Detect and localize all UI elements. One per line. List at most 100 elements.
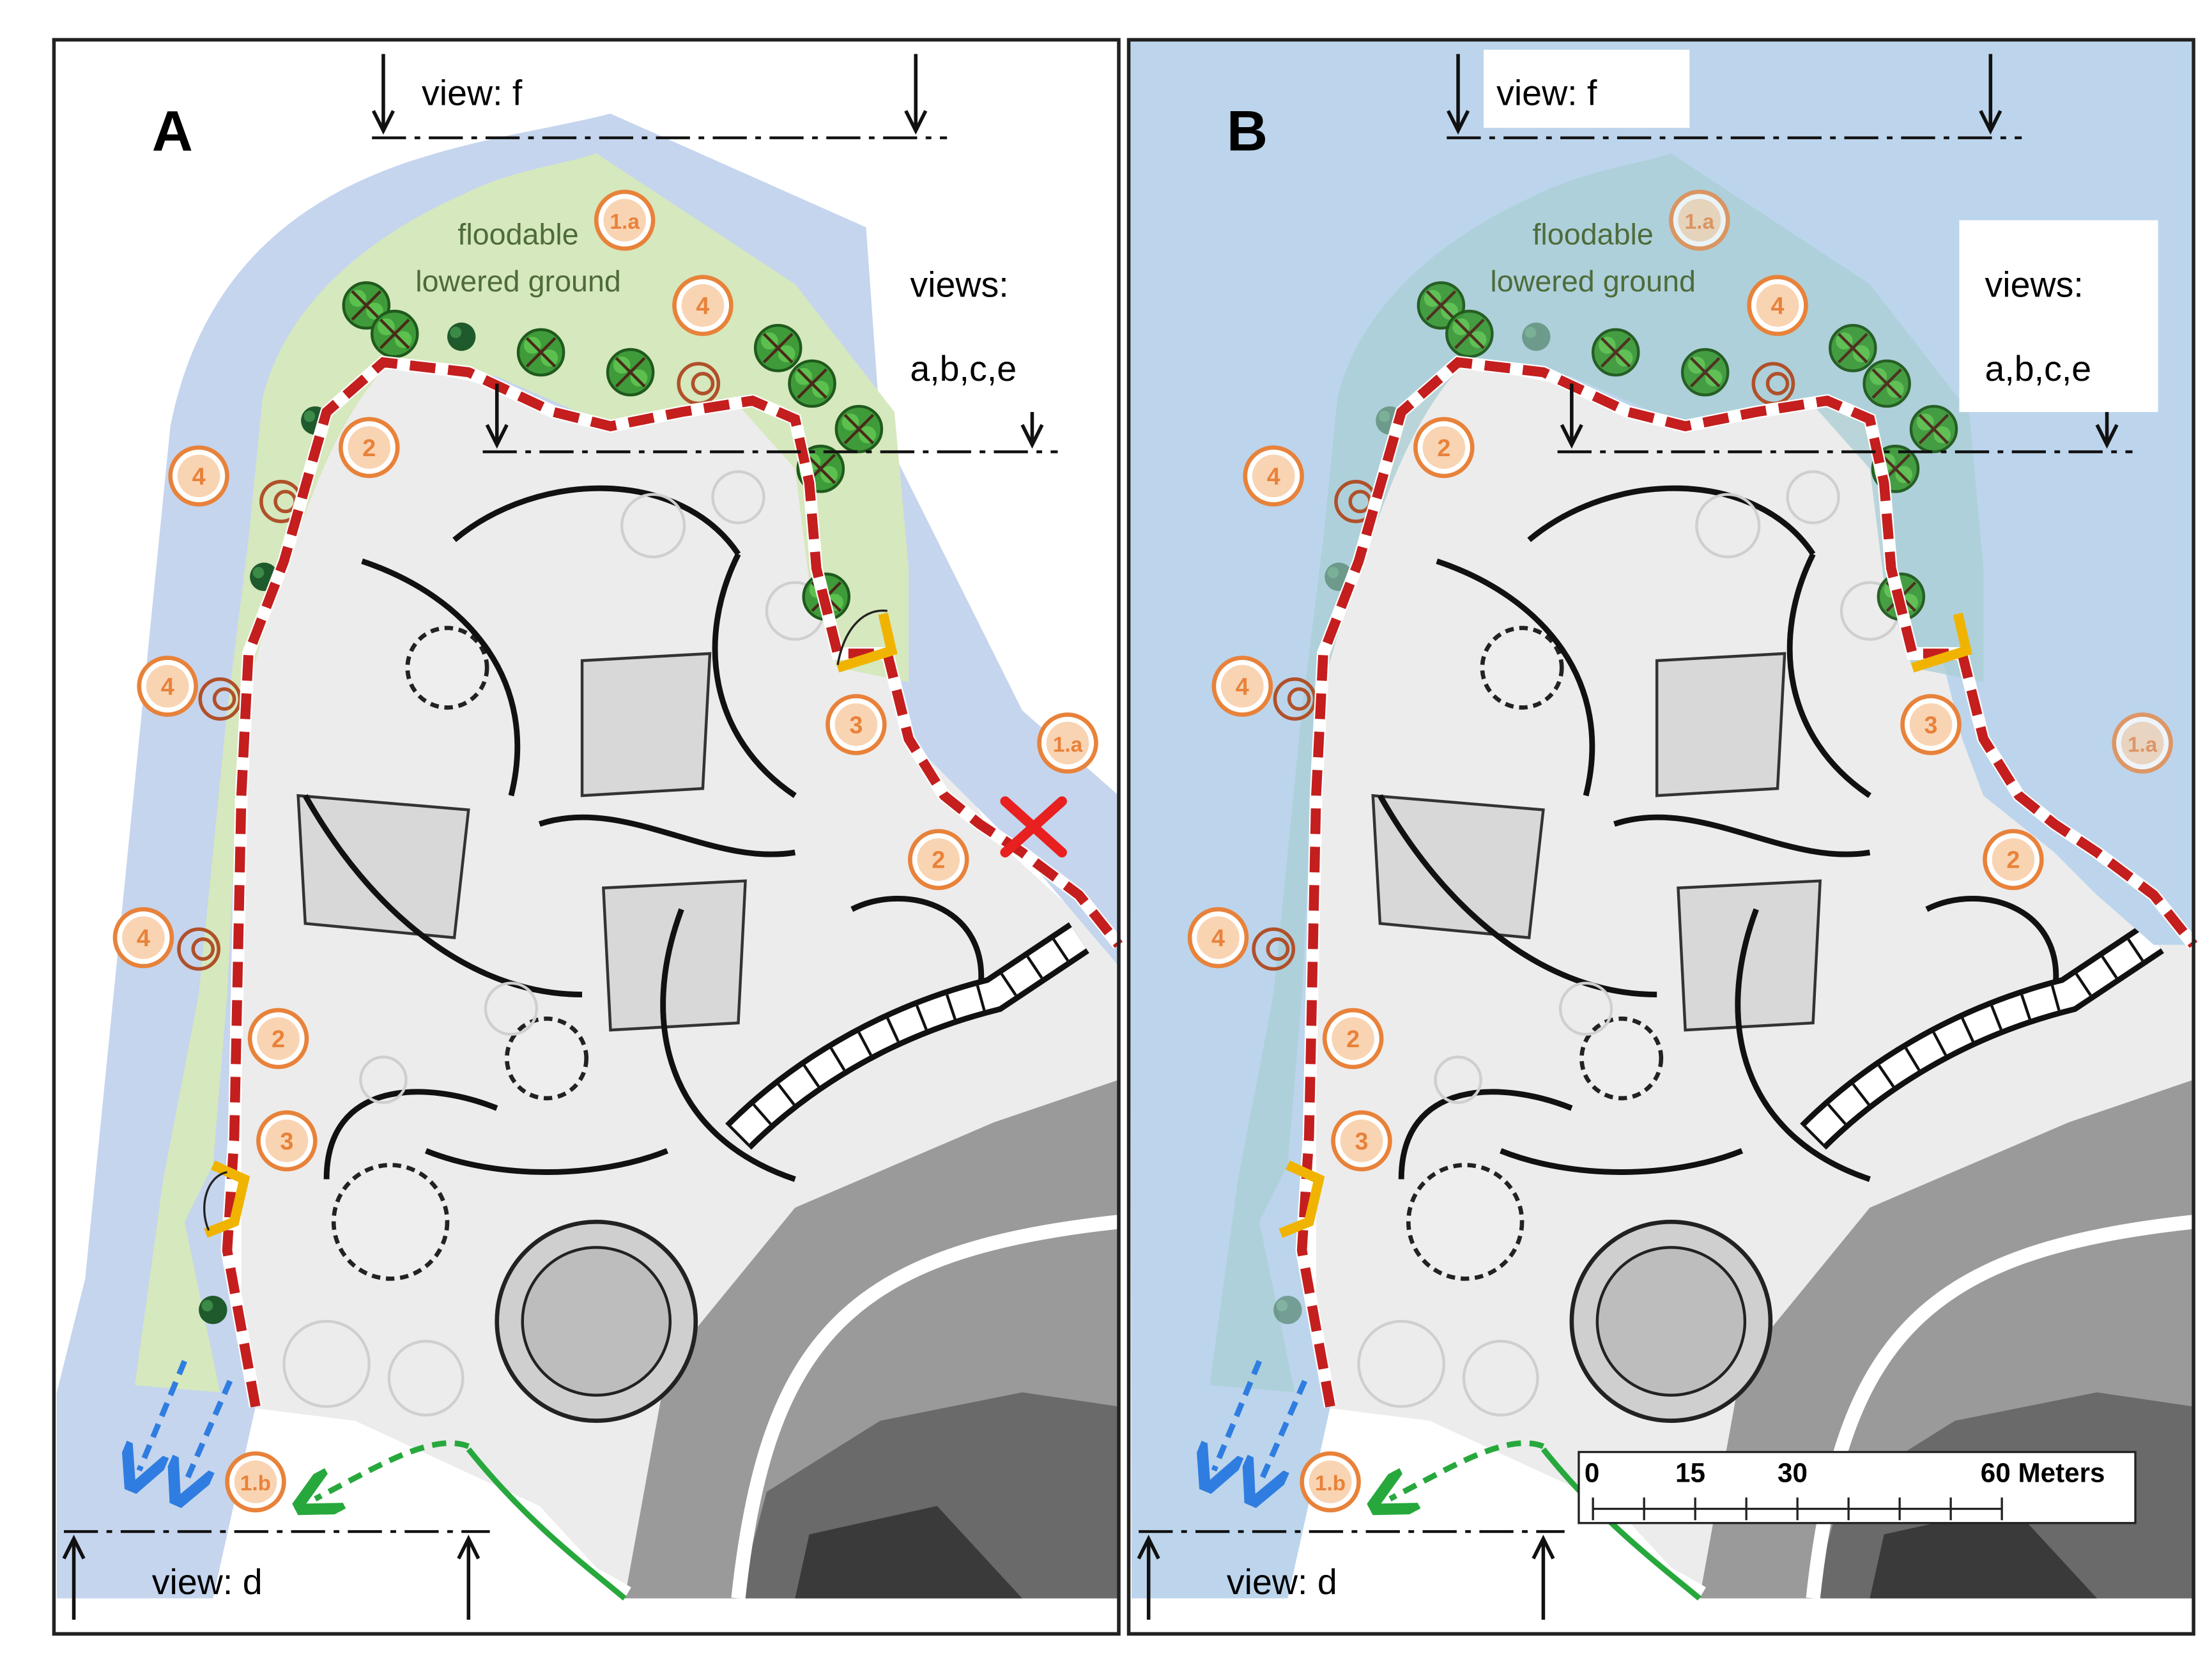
- marker-2: 2: [247, 1008, 309, 1070]
- tree-icon: [1593, 330, 1638, 375]
- tree-icon: [789, 361, 834, 406]
- floodable-label-2: lowered ground: [1490, 265, 1696, 298]
- marker-2: 2: [908, 829, 969, 891]
- marker-label: 4: [1267, 463, 1280, 490]
- marker-label: 1.b: [240, 1472, 271, 1496]
- arrow-down-icon: [904, 110, 928, 135]
- marker-2: 2: [1413, 417, 1475, 479]
- marker-label: 2: [1437, 435, 1450, 462]
- shrub-icon: [199, 1295, 227, 1325]
- panel-b-frame: [1126, 38, 2195, 1636]
- marker-1b: 1.b: [225, 1451, 286, 1513]
- arrow-down-icon: [1020, 424, 1044, 449]
- cross-icon: [1000, 796, 1067, 857]
- green-path: [1540, 1447, 1701, 1601]
- marker-label: 4: [1771, 293, 1785, 319]
- arrow-down-icon: [2095, 424, 2119, 449]
- scale-label-15: 15: [1675, 1457, 1705, 1487]
- tree-icon: [1682, 349, 1728, 395]
- gate-swing-left: [203, 1171, 227, 1231]
- tree-icon: [755, 325, 801, 371]
- marker-label: 3: [849, 712, 863, 739]
- marker-3: 3: [1331, 1110, 1392, 1172]
- marker-label: 2: [932, 847, 945, 874]
- shrub-icon: [447, 322, 476, 351]
- gate-right: [836, 612, 898, 673]
- floodable-label-2: lowered ground: [415, 265, 621, 298]
- marker-label: 1.a: [1053, 733, 1083, 756]
- tree-icon: [1447, 311, 1492, 357]
- tree-icon: [1864, 361, 1910, 406]
- tree-icon: [518, 330, 564, 375]
- marker-4: 4: [112, 907, 174, 969]
- panel-letter: A: [152, 100, 193, 163]
- tree-icon: [836, 406, 882, 452]
- arrow-down-icon: [1447, 110, 1470, 135]
- marker-1a: 1.a: [2112, 712, 2173, 774]
- marker-label: 4: [1236, 673, 1249, 700]
- marker-label: 4: [137, 925, 150, 952]
- gate-left: [1279, 1160, 1325, 1238]
- panel-a-frame: [52, 38, 1121, 1636]
- tree-icon: [608, 349, 653, 395]
- tree-icon: [1830, 325, 1875, 371]
- gate-left: [204, 1160, 250, 1238]
- marker-4: 4: [168, 445, 229, 507]
- arrow-down-icon: [371, 110, 396, 135]
- marker-4: 4: [1747, 275, 1808, 336]
- view-label-top: view: f: [1496, 73, 1597, 113]
- marker-label: 1.a: [1685, 210, 1715, 234]
- arrow-up-icon: [457, 1534, 480, 1560]
- view-label-bottom: view: d: [152, 1562, 263, 1602]
- marker-4: 4: [1211, 656, 1273, 717]
- arrow-up-icon: [1137, 1534, 1160, 1560]
- gate-right: [1910, 612, 1972, 673]
- panel-letter: B: [1227, 100, 1268, 163]
- views-label-title: views:: [1985, 265, 2083, 305]
- flow-arrow-green: [315, 1440, 470, 1499]
- arrow-down-icon: [1979, 110, 2002, 135]
- scale-label-0: 0: [1585, 1457, 1599, 1487]
- marker-3: 3: [1900, 694, 1962, 755]
- marker-label: 2: [272, 1026, 285, 1053]
- views-label-list: a,b,c,e: [910, 349, 1017, 388]
- scale-label-60: 60 Meters: [1981, 1457, 2105, 1487]
- view-label-bottom: view: d: [1227, 1562, 1337, 1602]
- marker-4: 4: [672, 275, 733, 336]
- marker-2: 2: [1322, 1008, 1384, 1070]
- scale-bar: 0 15 30 60 Meters: [1578, 1450, 2137, 1524]
- marker-3: 3: [826, 694, 887, 755]
- floodable-label-1: floodable: [1532, 217, 1653, 250]
- marker-4: 4: [1243, 445, 1304, 507]
- marker-2: 2: [338, 417, 400, 479]
- marker-label: 3: [280, 1128, 293, 1155]
- marker-1a: 1.a: [1037, 712, 1098, 774]
- arrow-up-icon: [62, 1534, 86, 1560]
- drain-arrow-1: [139, 1360, 187, 1470]
- drain-arrow-2: [185, 1379, 233, 1484]
- marker-label: 3: [1924, 712, 1938, 739]
- views-label-list: a,b,c,e: [1985, 349, 2091, 388]
- marker-label: 2: [2006, 847, 2020, 874]
- view-label-top: view: f: [422, 73, 523, 113]
- gate-swing-right: [836, 610, 888, 665]
- marker-4: 4: [137, 656, 198, 717]
- marker-label: 2: [1346, 1026, 1360, 1053]
- flow-arrow-green: [1390, 1440, 1545, 1499]
- marker-1a: 1.a: [1669, 189, 1730, 251]
- views-label-title: views:: [910, 265, 1008, 305]
- marker-2: 2: [1983, 829, 2044, 891]
- marker-label: 1.b: [1315, 1472, 1346, 1496]
- marker-4: 4: [1187, 907, 1249, 969]
- tree-icon: [372, 311, 417, 357]
- shrub-icon: [1522, 322, 1551, 351]
- scale-label-30: 30: [1778, 1457, 1808, 1487]
- marker-label: 1.a: [610, 210, 640, 234]
- marker-1a: 1.a: [594, 189, 656, 251]
- shrub-icon: [1273, 1295, 1302, 1325]
- floodable-label-1: floodable: [457, 217, 578, 250]
- tree-icon: [1911, 406, 1956, 452]
